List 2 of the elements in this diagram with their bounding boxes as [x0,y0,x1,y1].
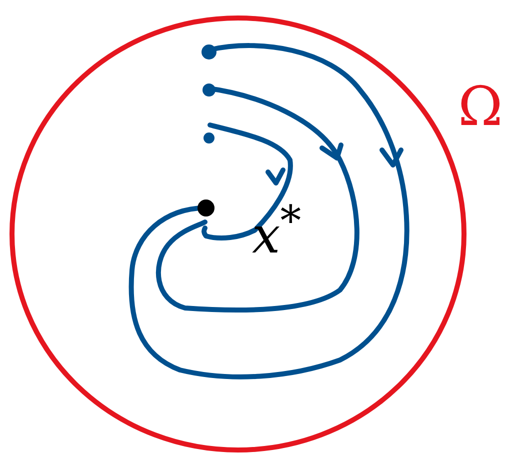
region-label: Ω [458,80,503,134]
point-label: x$^{*}$ [252,200,302,261]
